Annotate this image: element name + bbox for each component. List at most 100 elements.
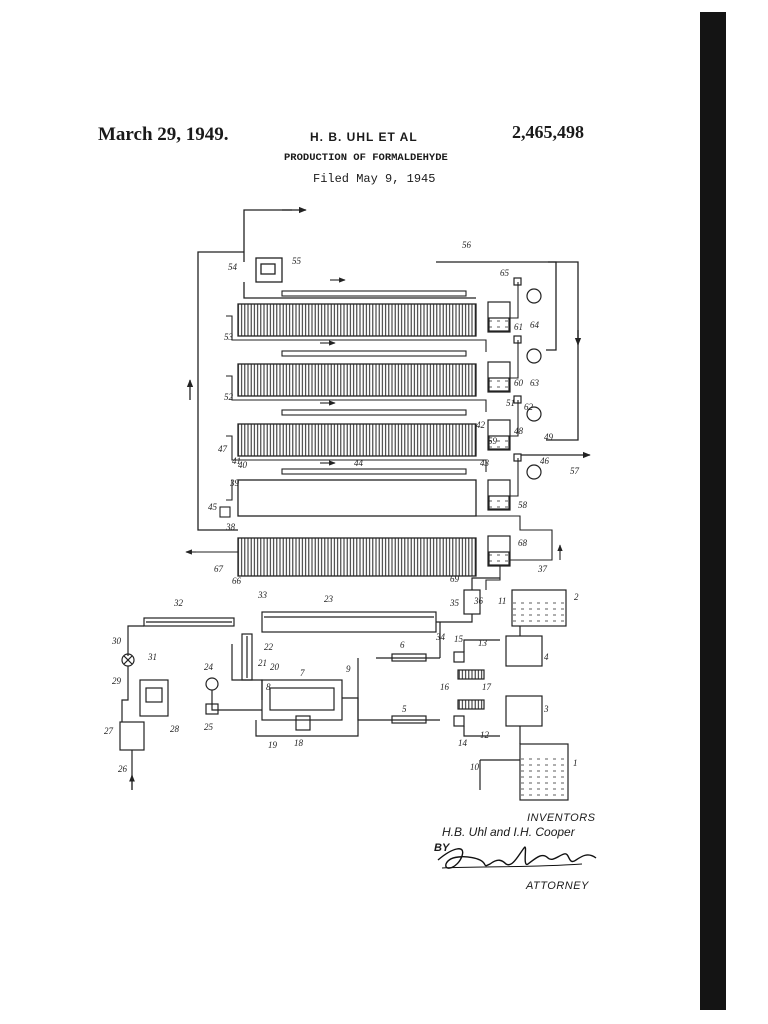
svg-text:61: 61 [514,322,523,332]
svg-text:48: 48 [514,426,524,436]
svg-text:10: 10 [470,762,480,772]
absorber-stack [237,303,477,577]
filed-date: Filed May 9, 1945 [313,172,436,186]
svg-text:43: 43 [480,458,490,468]
vaporizer-4 [505,635,543,667]
svg-text:49: 49 [544,432,554,442]
svg-text:6: 6 [400,640,405,650]
pumps [513,277,542,480]
inventors-header: H. B. UHL ET AL [310,130,418,144]
unit-18 [295,715,311,731]
svg-text:7: 7 [300,668,305,678]
unit-27 [119,721,145,751]
svg-text:8: 8 [266,682,271,692]
svg-text:22: 22 [264,642,274,652]
svg-text:45: 45 [208,502,218,512]
svg-text:13: 13 [478,638,488,648]
svg-text:32: 32 [173,598,184,608]
svg-text:47: 47 [218,444,228,454]
converter-7 [261,679,343,721]
svg-text:25: 25 [204,722,214,732]
svg-text:68: 68 [518,538,528,548]
svg-text:39: 39 [229,478,240,488]
svg-text:17: 17 [482,682,492,692]
receiver-tanks [487,301,511,567]
condenser-32 [143,617,235,627]
svg-text:23: 23 [324,594,334,604]
svg-text:59: 59 [488,436,498,446]
svg-text:26: 26 [118,764,128,774]
svg-text:30: 30 [111,636,122,646]
by-label: BY [434,842,450,854]
top-outlet-line [243,209,292,262]
svg-text:19: 19 [268,740,278,750]
svg-text:4: 4 [544,652,549,662]
column-66 [237,537,477,577]
gauge-24 [205,677,219,691]
svg-text:16: 16 [440,682,450,692]
feed-system [119,577,569,801]
svg-text:31: 31 [147,652,157,662]
svg-text:54: 54 [228,262,238,272]
svg-text:55: 55 [292,256,302,266]
svg-text:40: 40 [238,460,248,470]
svg-text:9: 9 [346,664,351,674]
svg-text:46: 46 [540,456,550,466]
column-38 [237,479,477,517]
svg-text:20: 20 [270,662,280,672]
svg-text:12: 12 [480,730,490,740]
svg-text:29: 29 [112,676,122,686]
svg-text:53: 53 [224,332,234,342]
svg-text:63: 63 [530,378,540,388]
scrubber-55 [255,257,283,283]
svg-text:38: 38 [225,522,236,532]
svg-text:2: 2 [574,592,579,602]
svg-text:42: 42 [476,420,486,430]
svg-text:18: 18 [294,738,304,748]
inventors-label: INVENTORS [527,812,596,824]
svg-text:60: 60 [514,378,524,388]
svg-text:33: 33 [257,590,268,600]
attorney-signature [437,846,597,869]
patent-date: March 29, 1949. [98,124,229,145]
preheater-23 [261,611,437,633]
svg-text:5: 5 [402,704,407,714]
unit-25 [205,703,219,715]
svg-text:67: 67 [214,564,224,574]
svg-text:52: 52 [224,392,234,402]
attorney-label: ATTORNEY [526,880,589,892]
svg-text:14: 14 [458,738,468,748]
vaporizer-3 [505,695,543,727]
svg-text:64: 64 [530,320,540,330]
svg-text:21: 21 [258,658,267,668]
svg-text:1: 1 [573,758,578,768]
svg-text:58: 58 [518,500,528,510]
svg-text:28: 28 [170,724,180,734]
svg-text:44: 44 [354,458,364,468]
svg-text:35: 35 [449,598,460,608]
inventors-names: H.B. Uhl and I.H. Cooper [442,825,575,839]
svg-text:34: 34 [435,632,446,642]
svg-text:57: 57 [570,466,580,476]
svg-text:24: 24 [204,662,214,672]
reference-numerals: 1 2 3 4 5 6 7 8 9 10 11 12 13 14 15 16 1… [104,240,580,774]
svg-text:56: 56 [462,240,472,250]
patent-number: 2,465,498 [512,122,584,142]
page-edge-shadow [700,12,726,1010]
svg-text:41: 41 [232,456,241,466]
svg-text:11: 11 [498,596,506,606]
instrument-28 [139,679,169,717]
svg-text:69: 69 [450,574,460,584]
svg-text:15: 15 [454,634,464,644]
svg-text:51: 51 [506,398,515,408]
svg-text:27: 27 [104,726,114,736]
svg-text:65: 65 [500,268,510,278]
recycle-line-left [197,251,244,531]
svg-text:37: 37 [537,564,548,574]
svg-text:66: 66 [232,576,242,586]
svg-text:3: 3 [543,704,549,714]
patent-title: PRODUCTION OF FORMALDEHYDE [284,152,448,164]
svg-text:62: 62 [524,402,534,412]
svg-text:36: 36 [473,596,484,606]
